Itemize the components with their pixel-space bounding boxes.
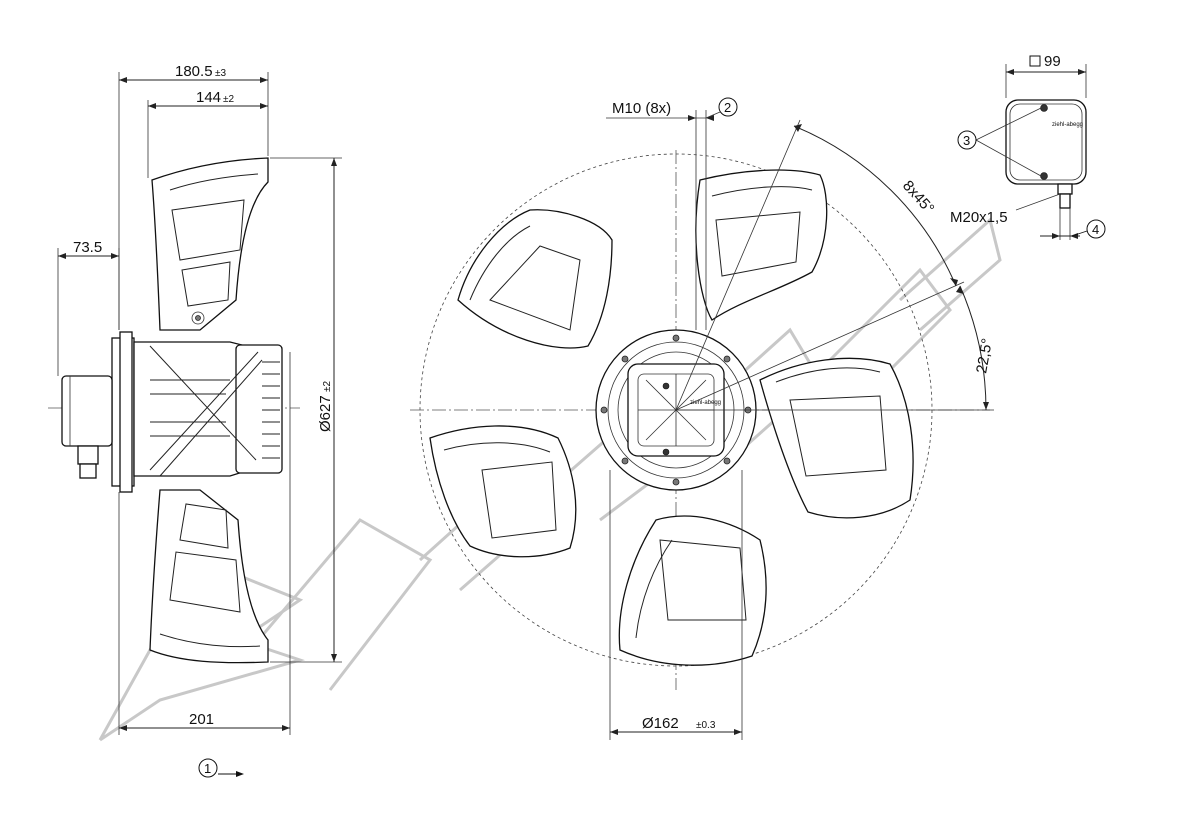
brand-logo: ziehl-abegg [690, 400, 721, 406]
dim-8x45-label: 8x45° [899, 177, 937, 217]
callout-2-label: 2 [724, 100, 731, 115]
dim-627-tol: ±2 [322, 381, 333, 392]
callout-4-label: 4 [1092, 222, 1099, 237]
terminal-brand-logo: ziehl-abegg [1052, 122, 1083, 128]
dim-73-label: 73.5 [73, 239, 102, 256]
impeller-blades [429, 169, 914, 666]
dim-201-label: 201 [189, 711, 214, 728]
square-symbol-icon [1029, 55, 1041, 67]
dim-627-label: Ø627 [317, 395, 334, 432]
dim-162-tol: ±0.3 [696, 720, 716, 731]
callout-1-label: 1 [204, 761, 211, 776]
dim-m10-label: M10 (8x) [612, 100, 671, 117]
side-view [48, 72, 342, 735]
dim-180-label: 180.5 [175, 63, 213, 80]
callout-4: 4 [1071, 219, 1106, 239]
dim-m20-label: M20x1,5 [950, 209, 1008, 226]
callout-3: 3 [957, 130, 977, 150]
callouts: 1 2 3 4 [198, 97, 1106, 778]
dim-180-tol: ±3 [215, 68, 226, 79]
dim-144-label: 144 [196, 89, 221, 106]
dim-22-label: 22,5° [973, 337, 996, 375]
callout-2: 2 [718, 97, 738, 117]
front-view: ziehl-abegg [410, 110, 994, 740]
dim-144-tol: ±2 [223, 94, 234, 105]
callout-1: 1 [198, 758, 244, 778]
dim-162-label: Ø162 [642, 715, 679, 732]
terminal-box-view: ziehl-abegg [975, 55, 1087, 240]
dim-99-label: 99 [1044, 53, 1061, 70]
callout-3-label: 3 [963, 133, 970, 148]
